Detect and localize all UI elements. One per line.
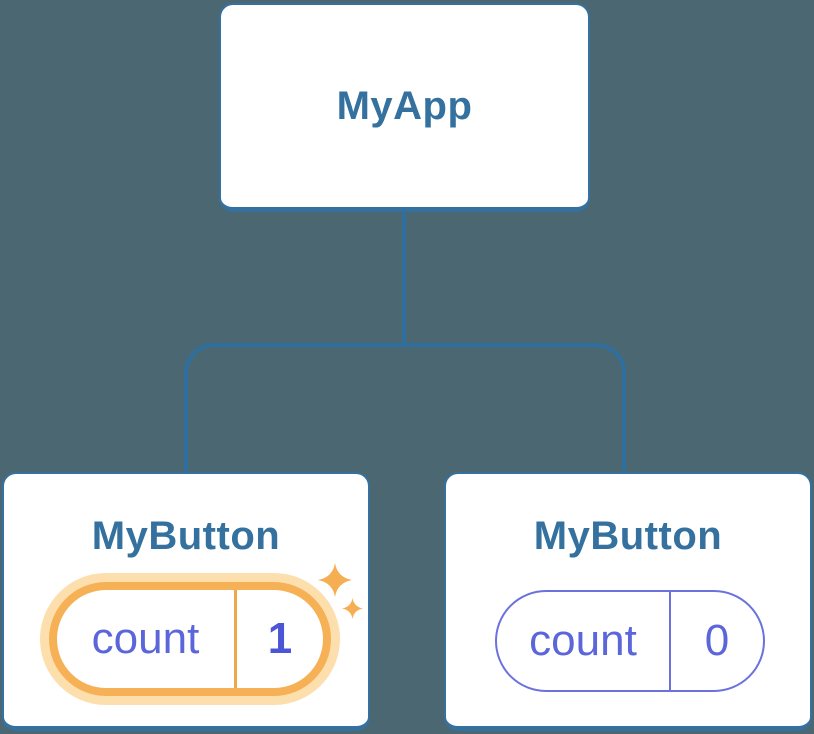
sparkle-icon bbox=[342, 598, 363, 619]
component-node-myapp: MyApp bbox=[219, 3, 590, 212]
component-name-mybutton-2: MyButton bbox=[533, 514, 723, 558]
state-highlight-ring: count 1 bbox=[49, 582, 331, 696]
state-pill-divider bbox=[234, 590, 237, 688]
state-key-label: count bbox=[91, 614, 200, 663]
state-key-label: count bbox=[529, 616, 637, 665]
state-highlight-glow: count 1 bbox=[40, 573, 340, 705]
sparkle-icon bbox=[318, 563, 352, 597]
component-name-mybutton-1: MyButton bbox=[91, 514, 281, 558]
component-name-myapp: MyApp bbox=[336, 83, 473, 128]
connector-branch bbox=[184, 343, 626, 473]
state-pill-highlighted: count 1 bbox=[57, 590, 323, 688]
component-node-mybutton-1: MyButton count 1 bbox=[2, 472, 370, 731]
connector-stem bbox=[402, 211, 406, 345]
state-pill-plain: count 0 bbox=[495, 590, 765, 692]
state-pill-divider bbox=[669, 592, 671, 690]
component-node-mybutton-2: MyButton count 0 bbox=[444, 472, 812, 731]
state-value: 0 bbox=[704, 616, 730, 665]
state-value: 1 bbox=[267, 614, 293, 663]
